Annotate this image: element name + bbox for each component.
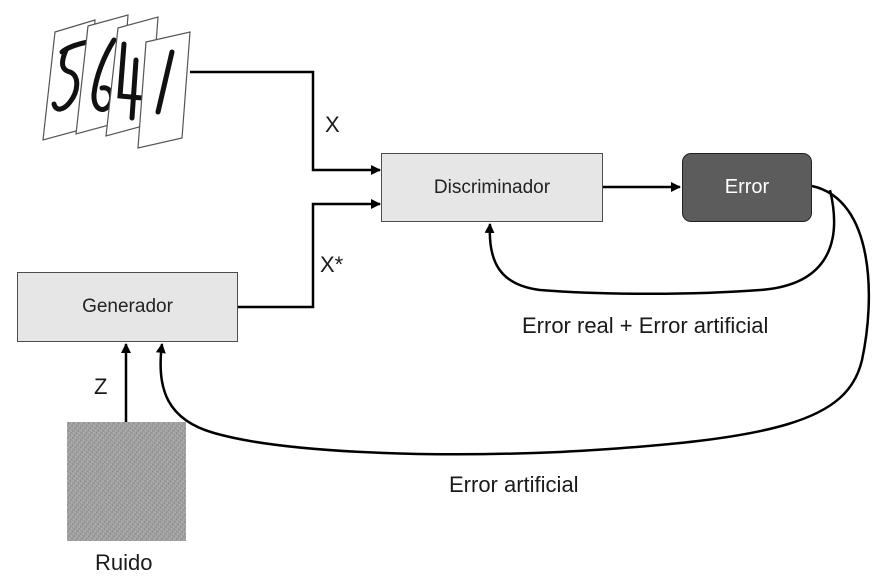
generator-label: Generador bbox=[82, 296, 173, 317]
edge-label-x-star: X* bbox=[320, 252, 344, 277]
error-label: Error bbox=[724, 176, 770, 198]
discriminator-node: Discriminador bbox=[381, 153, 603, 222]
edge-label-error-artificial: Error artificial bbox=[449, 472, 579, 497]
edge-label-x: X bbox=[325, 112, 340, 137]
discriminator-label: Discriminador bbox=[433, 176, 551, 198]
noise-image bbox=[67, 422, 186, 541]
edge-xstar-to-discriminator bbox=[238, 199, 381, 309]
noise-label: Ruido bbox=[95, 550, 153, 575]
error-node: Error bbox=[682, 153, 812, 222]
edge-error-to-generator bbox=[155, 184, 871, 456]
digit-samples-stack bbox=[42, 14, 191, 149]
edge-label-error-real-plus-artificial: Error real + Error artificial bbox=[522, 313, 769, 338]
edge-error-to-discriminator bbox=[484, 189, 836, 296]
digit-page-1 bbox=[137, 31, 191, 149]
generator-node: Generador bbox=[17, 272, 238, 342]
edge-label-z: Z bbox=[94, 374, 108, 399]
edge-x-to-discriminator bbox=[190, 70, 381, 175]
